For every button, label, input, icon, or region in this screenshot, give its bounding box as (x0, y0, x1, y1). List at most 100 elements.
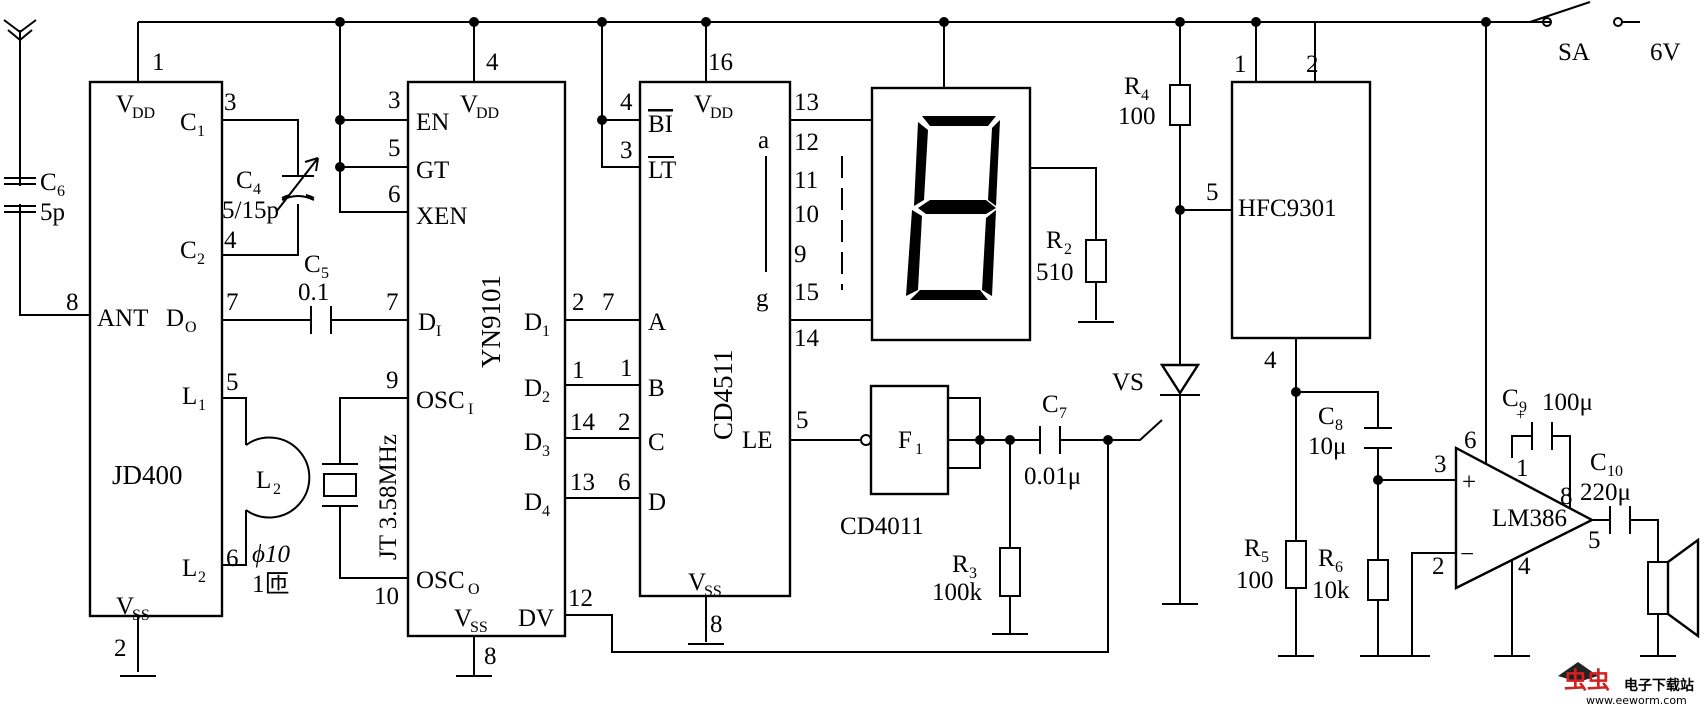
svg-text:V: V (454, 605, 472, 632)
svg-text:9: 9 (386, 367, 399, 394)
svg-text:R: R (1318, 545, 1335, 572)
svg-text:8: 8 (710, 611, 723, 638)
svg-text:8: 8 (484, 643, 497, 670)
svg-text:L: L (256, 467, 271, 494)
svg-text:6: 6 (226, 545, 239, 572)
svg-text:L: L (182, 383, 197, 410)
l2-wire-bot (222, 510, 247, 566)
junction-dots (335, 17, 1623, 485)
svg-text:O: O (185, 319, 197, 336)
seven-segment-display (870, 86, 1032, 342)
svg-text:LM386: LM386 (1492, 505, 1567, 532)
svg-text:C: C (1042, 391, 1059, 418)
svg-text:D: D (524, 375, 542, 402)
svg-text:7: 7 (226, 289, 239, 316)
svg-text:9: 9 (794, 241, 807, 268)
svg-text:14: 14 (794, 325, 820, 352)
svg-text:C: C (180, 109, 197, 136)
svg-text:1: 1 (915, 441, 923, 458)
antenna-icon (3, 19, 37, 45)
svg-text:5: 5 (321, 265, 329, 282)
svg-text:D: D (166, 305, 184, 332)
svg-text:4: 4 (620, 89, 633, 116)
svg-text:R: R (1046, 227, 1063, 254)
svg-text:www.eeworm.com: www.eeworm.com (1586, 694, 1687, 707)
svg-text:O: O (468, 581, 480, 598)
svg-text:2: 2 (1064, 241, 1072, 258)
jd400-chip (88, 80, 224, 618)
svg-text:C: C (648, 429, 665, 456)
svg-text:DV: DV (518, 605, 554, 632)
svg-text:2: 2 (542, 389, 550, 406)
svg-text:CD4011: CD4011 (840, 513, 924, 540)
svg-text:14: 14 (570, 409, 596, 436)
speaker-icon (1647, 537, 1700, 639)
diode-vs: VS (1112, 363, 1201, 396)
svg-text:电子下载站: 电子下载站 (1624, 677, 1694, 694)
svg-text:100: 100 (1236, 567, 1274, 594)
svg-text:LE: LE (742, 427, 773, 454)
svg-text:1: 1 (152, 49, 165, 76)
svg-text:EN: EN (416, 109, 449, 136)
svg-text:+: + (1462, 469, 1476, 496)
svg-text:5: 5 (796, 407, 809, 434)
svg-text:0.1: 0.1 (298, 279, 329, 306)
svg-text:10: 10 (794, 201, 819, 228)
svg-text:R: R (952, 551, 969, 578)
svg-text:4: 4 (1264, 347, 1277, 374)
svg-text:R: R (1124, 73, 1141, 100)
bi-lt-wire (601, 22, 640, 168)
svg-text:V: V (688, 569, 706, 596)
svg-text:6V: 6V (1650, 39, 1681, 66)
svg-text:1: 1 (620, 355, 633, 382)
svg-text:4: 4 (253, 181, 261, 198)
svg-text:BI: BI (648, 111, 673, 138)
svg-text:3: 3 (542, 443, 550, 460)
svg-text:6: 6 (618, 469, 631, 496)
svg-text:SS: SS (470, 619, 488, 636)
svg-text:DD: DD (132, 105, 155, 122)
svg-text:5: 5 (1206, 179, 1219, 206)
svg-text:C: C (180, 237, 197, 264)
svg-text:7: 7 (602, 289, 615, 316)
svg-text:8: 8 (1560, 483, 1573, 510)
svg-text:2: 2 (1432, 553, 1445, 580)
svg-text:C: C (1318, 403, 1335, 430)
svg-text:a: a (758, 127, 769, 154)
svg-text:D: D (524, 489, 542, 516)
svg-text:7: 7 (386, 289, 399, 316)
svg-text:2: 2 (114, 635, 127, 662)
svg-text:JT 3.58MHz: JT 3.58MHz (375, 434, 402, 560)
yn9101-name: YN9101 (476, 275, 506, 368)
cd4511-name: CD4511 (708, 349, 738, 440)
svg-text:6: 6 (1335, 559, 1343, 576)
svg-text:3: 3 (1434, 451, 1447, 478)
switch-sa: SA 6V (1558, 39, 1681, 66)
svg-text:6: 6 (57, 183, 65, 200)
svg-text:5: 5 (388, 135, 401, 162)
svg-text:g: g (756, 285, 769, 312)
hfc9301-labels: HFC9301 1 2 5 4 (1206, 51, 1337, 374)
ground-symbols (120, 321, 1676, 677)
switch-arm (1529, 1, 1591, 23)
hfc9301-chip (1230, 80, 1372, 340)
svg-text:−: − (1460, 541, 1474, 568)
svg-text:SS: SS (132, 607, 150, 624)
svg-text:3: 3 (620, 137, 633, 164)
svg-text:13: 13 (570, 469, 595, 496)
svg-text:C: C (304, 251, 321, 278)
svg-text:ANT: ANT (97, 305, 148, 332)
svg-text:4: 4 (542, 503, 550, 520)
svg-text:220μ: 220μ (1580, 479, 1631, 506)
svg-text:510: 510 (1036, 259, 1074, 286)
svg-text:8: 8 (1335, 417, 1343, 434)
svg-text:R: R (1244, 535, 1261, 562)
svg-text:2: 2 (198, 569, 206, 586)
